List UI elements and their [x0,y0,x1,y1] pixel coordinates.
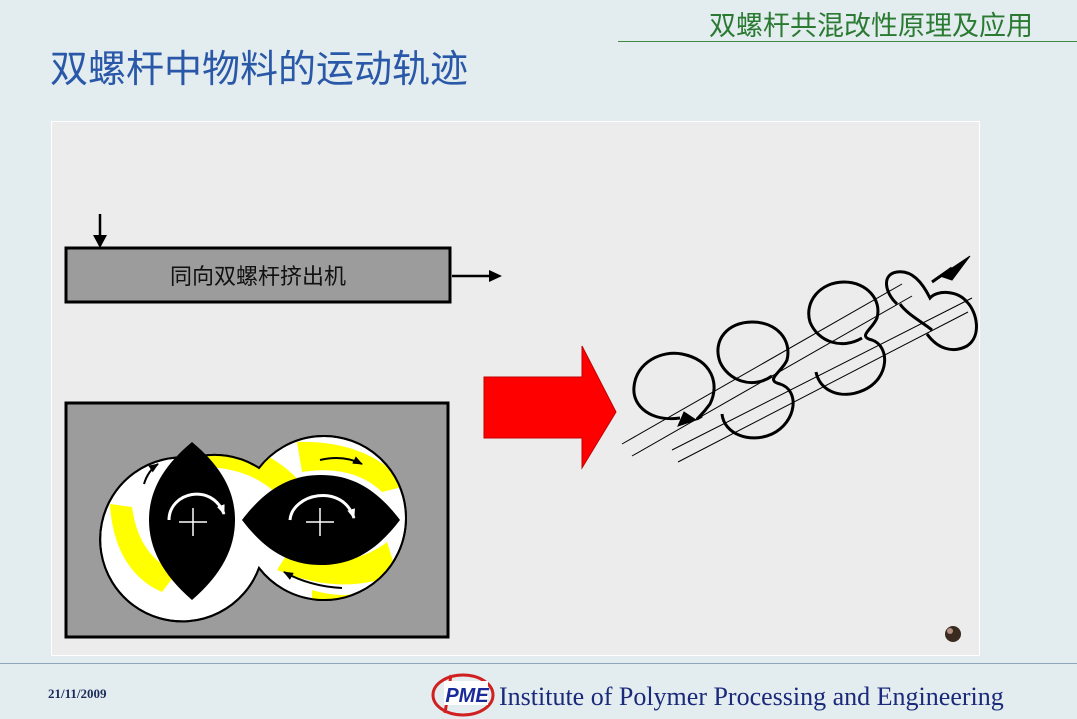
trajectory-end-arrow [938,255,971,281]
rotation-arrow-left [167,492,226,521]
trajectory-axes [621,283,973,463]
feed-arrow [93,214,107,248]
flow-arrow-top [319,456,363,465]
extruder-label: 同向双螺杆挤出机 [170,265,346,290]
flow-arrow-bottom [283,571,343,589]
footer-divider [0,663,1077,664]
trajectory-start-arrow [677,411,698,427]
trajectory-diagram [621,255,978,463]
right-screw [242,475,400,565]
course-title: 双螺杆共混改性原理及应用 [709,11,1033,42]
logo-text: PME [445,685,489,707]
left-screw [149,442,235,600]
organization-name: Institute of Polymer Processing and Engi… [499,682,1004,711]
ipme-logo: PME [431,673,495,717]
figure-panel: 同向双螺杆挤出机 [51,121,980,656]
slide-title: 双螺杆中物料的运动轨迹 [50,47,469,91]
screw-centers [179,508,334,536]
twin-screw-diagram: 同向双螺杆挤出机 [64,214,978,642]
output-arrow [452,270,502,282]
rotation-arrow-right [288,493,356,521]
flow-arrow-left [143,463,159,485]
extruder-body [64,246,452,304]
header-divider [618,41,1077,42]
direction-arrow [483,345,617,470]
footer-date: 21/11/2009 [48,686,107,701]
trajectory-loops [632,270,978,440]
navigation-dot[interactable] [945,626,961,642]
